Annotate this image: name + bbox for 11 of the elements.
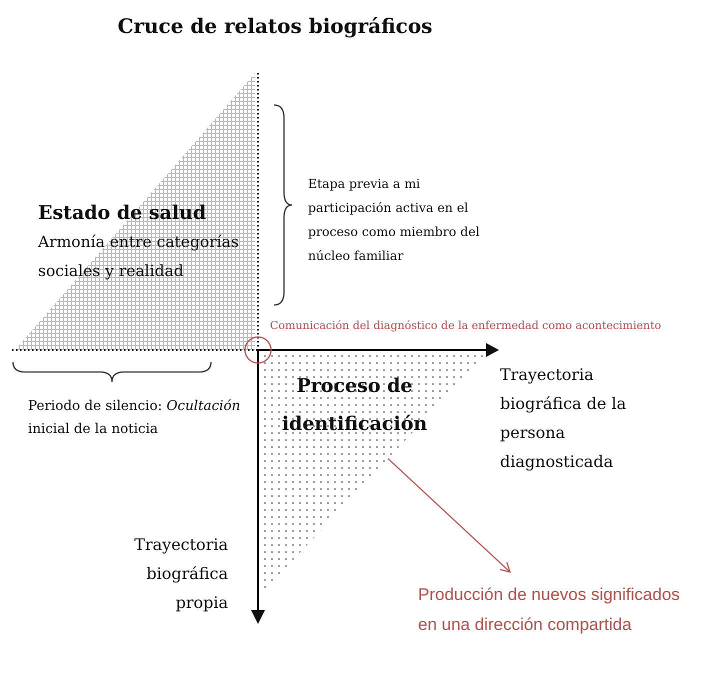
title: Cruce de relatos biográficos	[116, 14, 434, 38]
note-text: Producción de nuevos significados en una dirección compartida	[418, 584, 681, 636]
brace-note: Periodo de silencio: Ocultación inicial de la noticia	[28, 397, 242, 439]
event-label: Comunicación del diagnóstico de la enfermedad como acontecimiento	[270, 318, 662, 334]
arrow	[388, 458, 511, 573]
heading: Proceso de identificación	[280, 374, 428, 437]
axis-label: Trayectoria biográfica propia	[133, 534, 228, 614]
axis-label: Trayectoria biográfica de la persona diagnosticada	[500, 364, 628, 473]
description: Armonía entre categorías sociales y realidad	[38, 232, 240, 282]
heading: Estado de salud	[38, 201, 208, 226]
brace-note: Etapa previa a mi participación activa en el proceso como miembro del núcleo familiar	[308, 175, 481, 265]
